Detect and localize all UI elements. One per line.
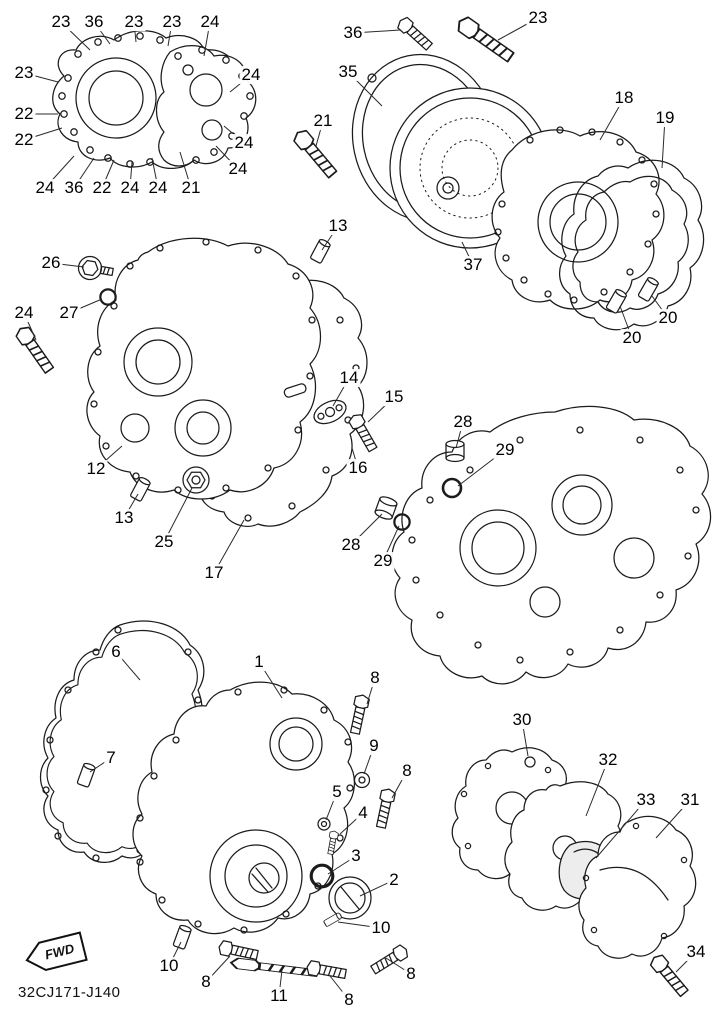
dowel-pin-13 [129,475,152,503]
bolt-34 [647,951,691,999]
fwd-indicator: FWD [21,929,91,977]
cap-2 [328,876,372,920]
bolt-8 [373,787,397,830]
cover-31 [578,815,697,959]
gasket-6 [39,620,205,863]
pin-10 [322,911,343,928]
plate-14 [313,399,347,425]
crankcase-cover-1 [132,681,355,935]
washer-5 [317,817,331,831]
oil-plug-26 [77,255,114,281]
diagram-code: 32CJ171-J140 [18,984,121,1001]
bolt-8 [347,693,371,736]
bolt-23 [453,13,517,66]
crankcase-cover-12 [86,237,321,500]
bolt-8 [305,959,348,982]
bolt-8 [368,942,411,977]
collar-10 [172,923,193,951]
washer-9 [353,771,371,789]
bushing-28 [374,496,398,520]
bolt-21 [290,126,340,181]
bushing-28 [445,439,465,463]
bolt-11 [229,956,319,980]
cover-18 [491,126,665,310]
bolt-36 [394,14,435,53]
bolt-24 [13,323,57,376]
crankcase-half [391,405,712,685]
o-ring-27 [99,288,117,306]
fwd-arrow-icon [25,931,88,972]
plug-25 [182,466,210,494]
cover-detail-top-left [52,30,257,169]
dowel-pin-13 [309,237,332,265]
dowel-pin-7 [76,761,97,789]
